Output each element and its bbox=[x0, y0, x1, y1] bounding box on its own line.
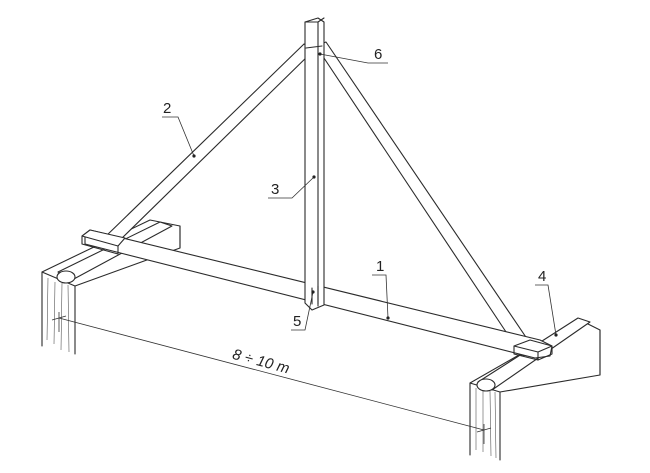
leader-lines bbox=[162, 53, 557, 336]
span-dimension bbox=[51, 312, 492, 444]
span-dimension-text: 8 ÷ 10 m bbox=[231, 346, 292, 378]
tie-beam-right-end bbox=[513, 339, 553, 361]
leader-dots bbox=[192, 52, 558, 337]
tie-beam-left-end bbox=[81, 229, 126, 255]
label-4: 4 bbox=[538, 268, 546, 285]
label-2: 2 bbox=[163, 100, 171, 117]
label-6: 6 bbox=[374, 46, 382, 63]
label-5: 5 bbox=[293, 313, 301, 330]
left-rafter bbox=[103, 43, 315, 243]
label-1: 1 bbox=[376, 258, 384, 275]
king-post bbox=[304, 17, 325, 311]
label-3: 3 bbox=[271, 181, 279, 198]
apex-joint bbox=[305, 45, 323, 49]
